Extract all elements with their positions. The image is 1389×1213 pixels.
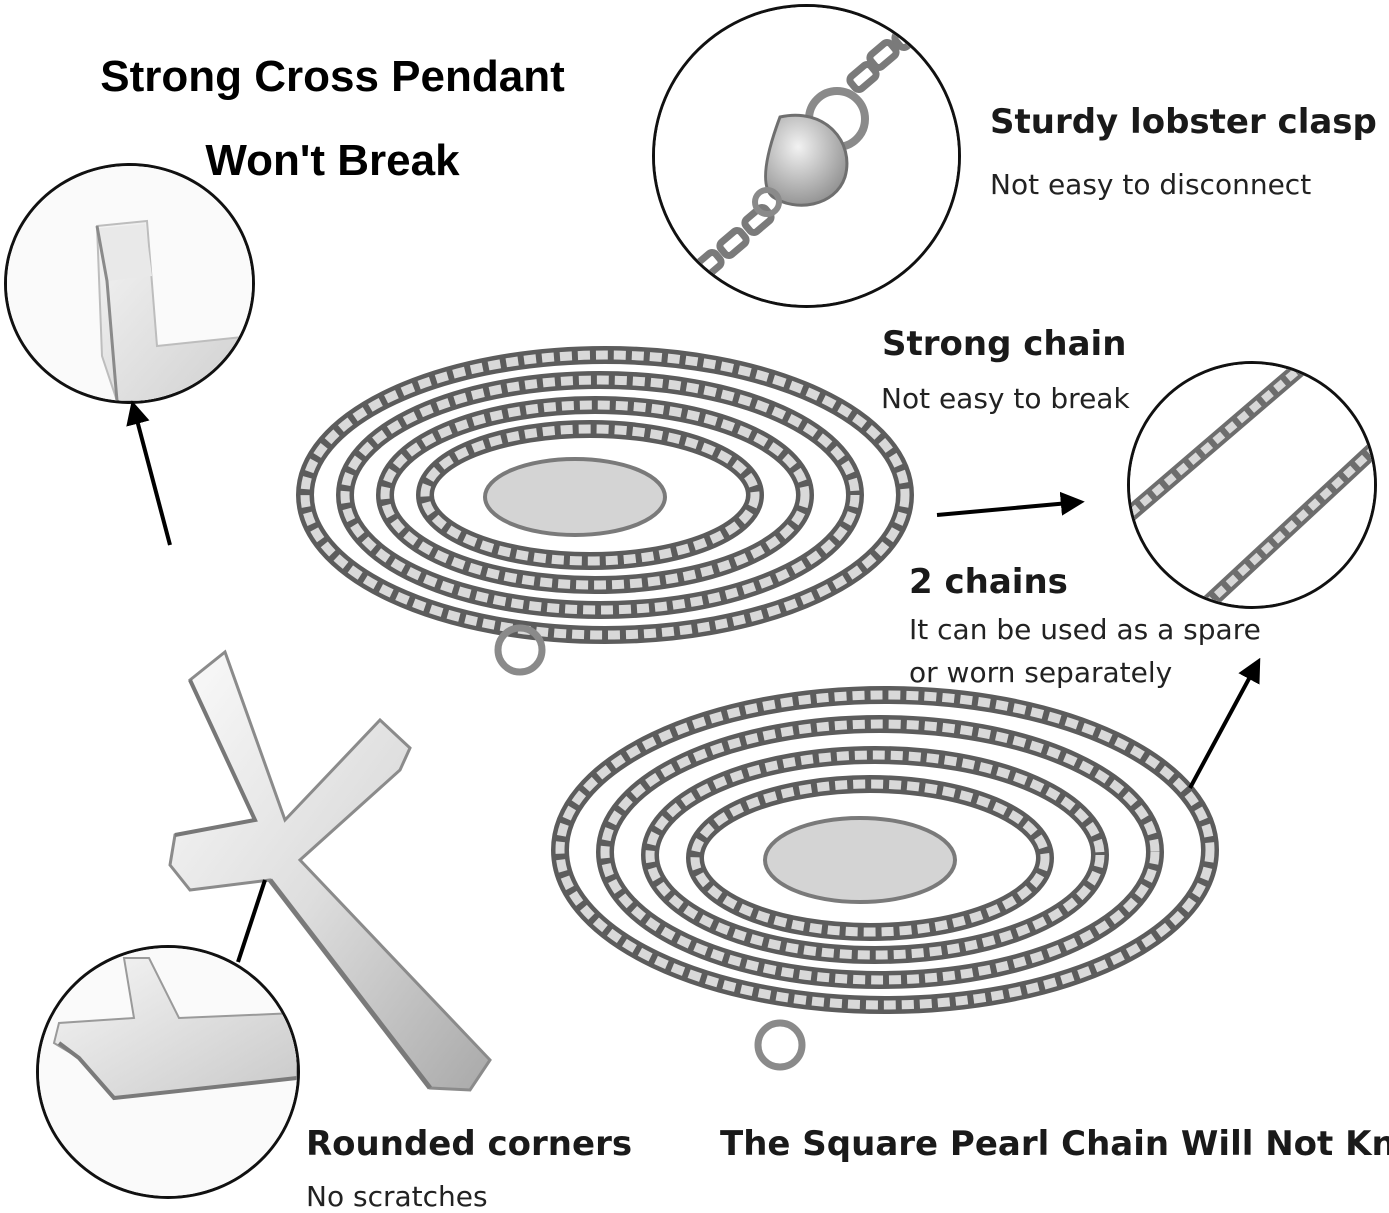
chain-coil-1 bbox=[296, 346, 914, 676]
arrow-to-chain-detail bbox=[936, 491, 1085, 517]
cross-corner-detail-image bbox=[7, 166, 252, 401]
chain-subtext: Not easy to break bbox=[881, 382, 1130, 415]
no-knot-heading: The Square Pearl Chain Will Not Knot bbox=[720, 1124, 1389, 1164]
two-chains-subtext-1: It can be used as a spare bbox=[909, 613, 1261, 646]
arrow-to-chain-detail-lower bbox=[1188, 657, 1261, 789]
title-line-1: Strong Cross Pendant bbox=[100, 52, 565, 101]
corners-heading: Rounded corners bbox=[306, 1124, 633, 1164]
lobster-clasp-detail-circle bbox=[652, 4, 961, 308]
rounded-corner-detail-circle bbox=[36, 945, 300, 1199]
chain-coil-2 bbox=[551, 686, 1219, 1071]
chain-detail-circle bbox=[1127, 361, 1377, 609]
rounded-corner-detail-image bbox=[39, 948, 297, 1196]
cross-corner-detail-circle bbox=[4, 163, 255, 404]
line-to-rounded-corner bbox=[236, 879, 267, 963]
title-line-2: Won't Break bbox=[205, 136, 460, 185]
corners-subtext: No scratches bbox=[306, 1180, 488, 1213]
chain-heading: Strong chain bbox=[882, 324, 1127, 364]
clasp-subtext: Not easy to disconnect bbox=[990, 168, 1312, 201]
lobster-clasp-detail-image bbox=[655, 7, 958, 305]
clasp-heading: Sturdy lobster clasp bbox=[990, 102, 1377, 142]
cross-pendant bbox=[168, 649, 492, 1092]
chain-detail-image bbox=[1130, 364, 1374, 606]
arrow-to-cross-corner bbox=[126, 400, 172, 546]
two-chains-subtext-2: or worn separately bbox=[909, 656, 1173, 689]
two-chains-heading: 2 chains bbox=[909, 562, 1068, 602]
